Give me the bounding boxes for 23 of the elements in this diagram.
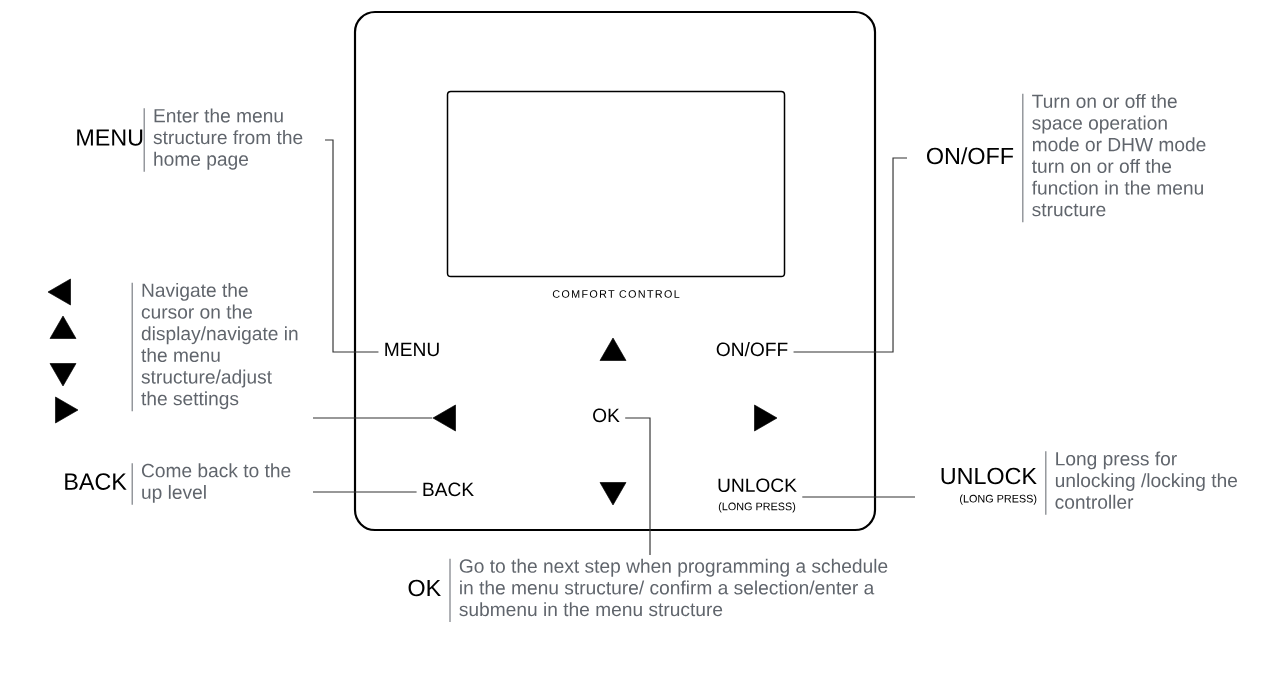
leader-line <box>324 139 380 353</box>
leader-line <box>312 491 418 493</box>
button-label: BACK <box>423 482 474 497</box>
button-description: Navigate the cursor on the display/navigate in the menu structure/adjust the settings <box>131 282 298 412</box>
leader-line <box>312 417 433 419</box>
button-label: UNLOCK (LONG PRESS) <box>718 478 797 513</box>
leader-line <box>624 417 651 556</box>
button-description: MENU Enter the menu structure from the home page <box>77 107 303 173</box>
button-description: ON/OFF Turn on or off the space operation mode or DHW mode turn on or off the function in the menu structure <box>926 93 1206 223</box>
display-label: COMFORT CONTROL <box>552 290 680 298</box>
button-label: MENU <box>385 342 439 357</box>
arrow-key-icon <box>599 482 627 506</box>
controller-panel <box>353 10 877 532</box>
arrow-key-icon <box>432 404 456 432</box>
arrow-key-icon <box>599 337 627 361</box>
leader-line <box>801 496 916 498</box>
button-description: BACK Come back to the up level <box>65 462 291 506</box>
arrow-key-icon <box>754 404 778 432</box>
button-label: ON/OFF <box>716 342 788 357</box>
button-description: UNLOCK (LONG PRESS) Long press for unlocking /locking the controller <box>941 450 1238 516</box>
button-description: OK Go to the next step when programming a schedule in the menu structure/ confirm a selection/enter a submenu in the menu structure <box>408 558 888 623</box>
button-label: OK <box>593 408 620 423</box>
leader-line <box>792 157 908 353</box>
